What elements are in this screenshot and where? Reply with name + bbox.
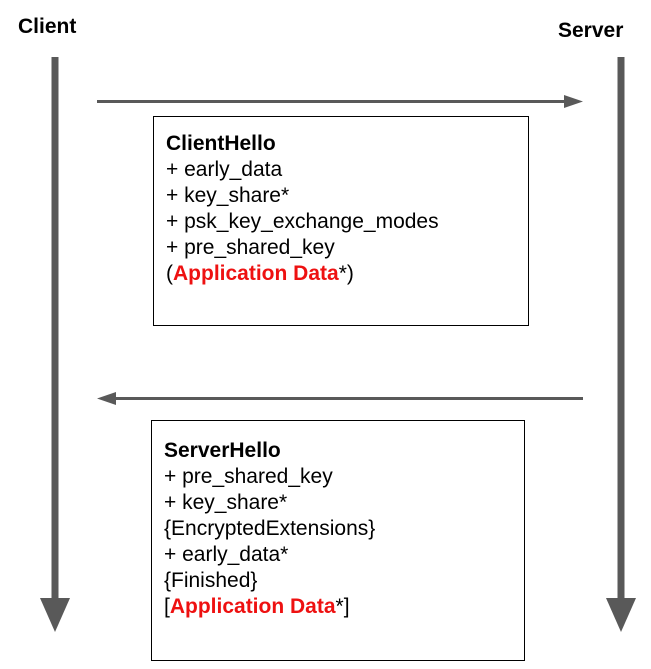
server-hello-arrow [97,392,583,405]
client-hello-app-data: (Application Data*) [166,261,516,287]
client-lifeline-arrowhead [40,598,70,632]
client-hello-title: ClientHello [166,132,276,155]
client-hello-ext-early-data: + early_data [166,158,283,181]
server-hello-title: ServerHello [164,439,281,462]
client-hello-app-data-close: ) [346,262,354,285]
server-label: Server [558,19,624,42]
client-lifeline [40,57,70,632]
client-hello-ext-pre-shared-key: + pre_shared_key [166,236,335,259]
client-hello-ext-key-share: + key_share* [166,184,290,207]
client-hello-arrow [97,95,583,108]
client-hello-box: ClientHello + early_data + key_share* + … [153,116,529,326]
server-hello-ext-pre-shared-key: + pre_shared_key [164,465,333,488]
client-label: Client [18,15,77,38]
client-hello-ext-psk-modes: + psk_key_exchange_modes [166,210,439,233]
server-hello-app-data-label: Application Data [169,595,336,618]
server-hello-app-data-open: [ [164,595,170,618]
server-hello-box: ServerHello + pre_shared_key + key_share… [151,420,525,661]
server-hello-app-data: [Application Data*] [164,594,512,620]
server-hello-encrypted-extensions: {EncryptedExtensions} [164,517,376,540]
server-hello-ext-early-data: + early_data* [164,543,289,566]
server-hello-finished: {Finished} [164,569,258,592]
server-hello-ext-key-share: + key_share* [164,491,288,514]
client-hello-app-data-star: * [338,262,347,285]
client-hello-app-data-label: Application Data [173,262,339,285]
server-lifeline-arrowhead [606,598,636,632]
server-hello-app-data-star: * [335,595,344,618]
server-hello-app-data-close: ] [343,595,350,618]
client-hello-app-data-open: ( [166,262,173,285]
server-lifeline [606,57,636,632]
